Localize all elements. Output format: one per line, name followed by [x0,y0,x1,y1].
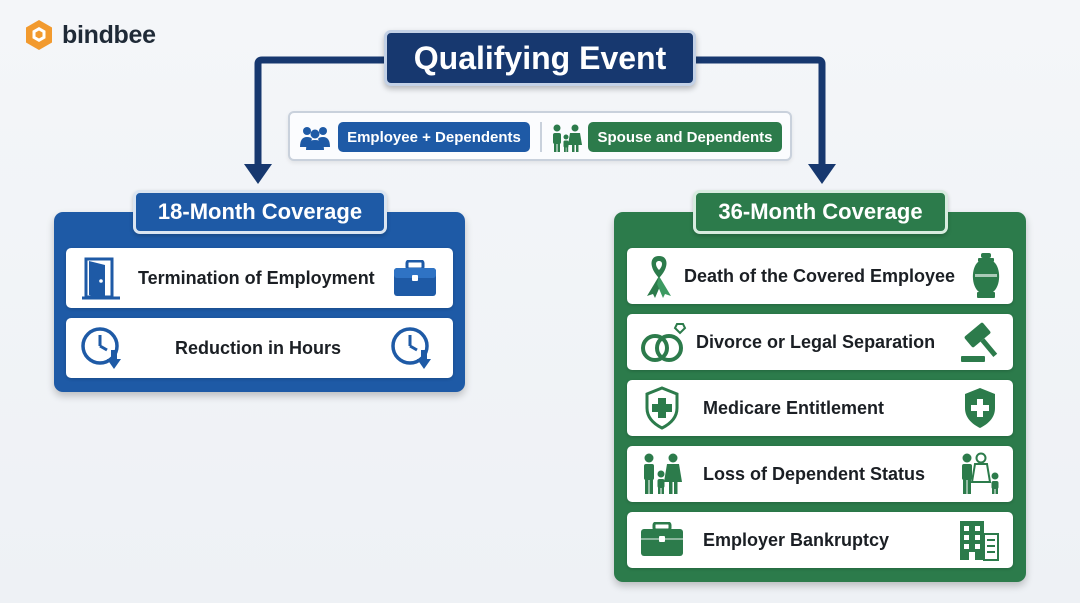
shield-cross-icon [965,388,995,428]
card-death-of-employee: Death of the Covered Employee [627,248,1013,304]
briefcase-icon [394,260,436,296]
card-loss-dependent-status: Loss of Dependent Status [627,446,1013,502]
header-36-month: 36-Month Coverage [693,190,948,234]
legend-spouse-dependents: Spouse and Dependents [588,122,782,152]
brand-logo: bindbee [22,18,156,52]
card-medicare: Medicare Entitlement [627,380,1013,436]
bindbee-logo-icon [26,20,52,50]
legend-divider [540,122,542,152]
card-termination-of-employment: Termination of Employment [66,248,453,308]
card-label: Employer Bankruptcy [703,529,890,550]
legend: Employee + Dependents Spouse and Depende… [288,111,792,161]
urn-icon [972,253,1000,298]
family-icon [644,453,682,494]
card-divorce: Divorce or Legal Separation [627,314,1013,370]
family-icon [962,452,999,494]
door-icon [82,257,120,300]
qualifying-event-title: Qualifying Event [384,30,696,86]
card-label: Termination of Employment [138,267,375,288]
card-label: Reduction in Hours [175,337,341,358]
header-18-month: 18-Month Coverage [133,190,387,234]
shield-cross-icon [645,386,679,430]
card-employer-bankruptcy: Employer Bankruptcy [627,512,1013,568]
ribbon-icon [647,256,671,298]
briefcase-icon [641,522,683,556]
card-label: Divorce or Legal Separation [696,331,936,352]
legend-employee-dependents: Employee + Dependents [338,122,530,152]
clock-down-icon [391,327,431,369]
clock-down-icon [81,327,121,369]
family-icon [553,124,582,152]
brand-name: bindbee [62,20,156,49]
card-label: Medicare Entitlement [703,397,885,418]
card-label: Death of the Covered Employee [684,265,956,286]
title-text: Qualifying Event [413,39,667,76]
building-icon [960,521,999,561]
gavel-icon [961,322,998,362]
rings-icon [641,323,687,362]
card-reduction-in-hours: Reduction in Hours [66,318,453,378]
card-label: Loss of Dependent Status [703,463,926,484]
group-people-icon [300,127,330,150]
